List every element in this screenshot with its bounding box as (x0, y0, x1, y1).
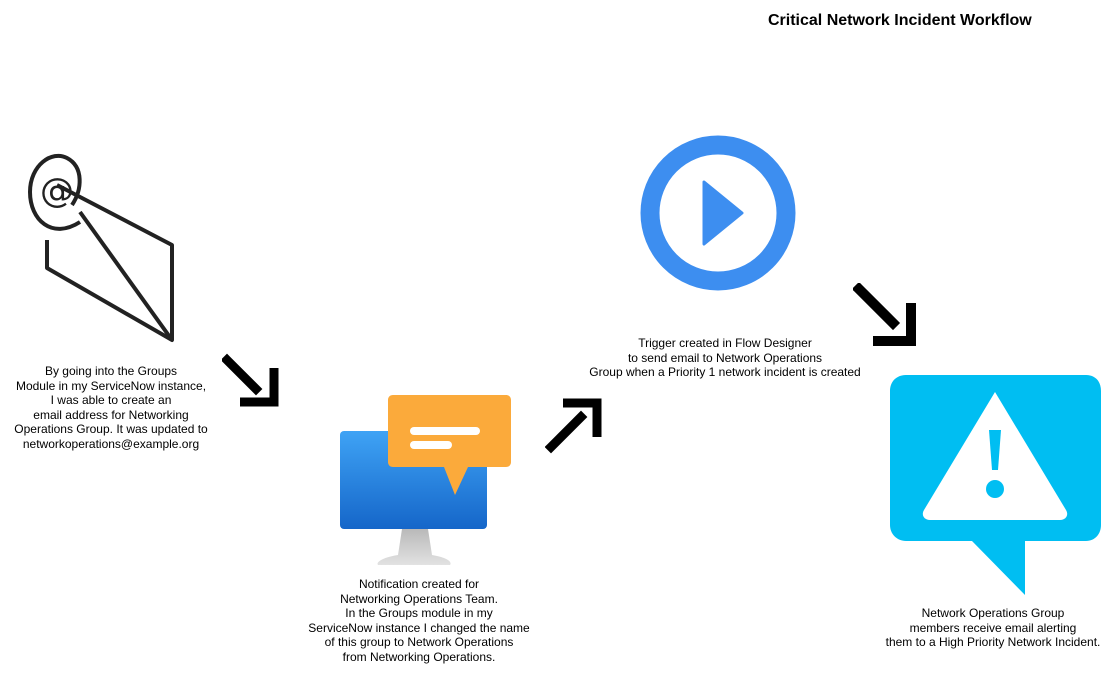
caption-line: In the Groups module in my (345, 606, 493, 620)
step-4-caption: Network Operations Group members receive… (880, 606, 1106, 650)
caption-line: I was able to create an (50, 393, 172, 407)
caption-line: Group when a Priority 1 network incident… (589, 365, 861, 379)
arrow-down-right-icon (853, 283, 919, 349)
computer-notification-icon (340, 395, 512, 567)
step-2-caption: Notification created for Networking Oper… (299, 577, 539, 664)
arrow-down-right-icon (222, 350, 280, 408)
caption-line: from Networking Operations. (342, 649, 496, 664)
caption-line: Notification created for (358, 577, 480, 591)
caption-line: them to a High Priority Network Incident… (885, 635, 1101, 649)
play-icon (640, 135, 796, 291)
caption-line: ServiceNow instance I changed the name (308, 620, 530, 635)
caption-line: By going into the Groups (44, 364, 178, 378)
diagram-title: Critical Network Incident Workflow (768, 12, 1032, 29)
caption-line: Trigger created in Flow Designer (638, 336, 812, 350)
caption-line: Networking Operations Team. (340, 591, 498, 606)
svg-text:@: @ (40, 171, 74, 211)
caption-line: email address for Networking (33, 407, 189, 422)
caption-line: Module in my ServiceNow instance, (15, 378, 207, 393)
caption-line: members receive email alerting (909, 620, 1077, 635)
step-3-caption: Trigger created in Flow Designer to send… (575, 336, 875, 380)
caption-line: to send email to Network Operations (627, 350, 823, 365)
caption-line: Network Operations Group (921, 606, 1065, 620)
caption-line: Operations Group. It was updated to (14, 422, 208, 436)
email-icon: @ (22, 150, 182, 350)
caption-line: of this group to Network Operations (324, 635, 514, 649)
caption-line: networkoperations@example.org (22, 436, 200, 451)
alert-bubble-icon (890, 375, 1102, 597)
step-1-caption: By going into the Groups Module in my Se… (6, 364, 216, 451)
arrow-up-right-icon (545, 397, 603, 455)
